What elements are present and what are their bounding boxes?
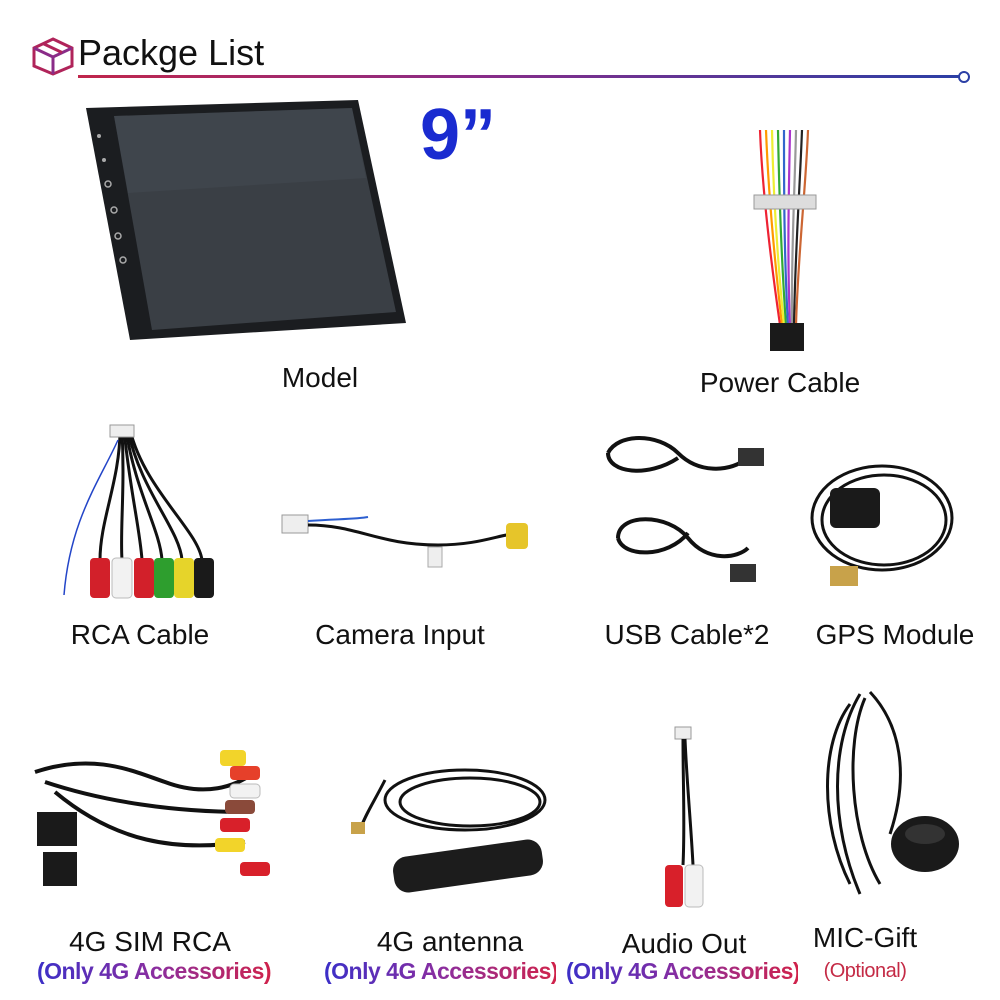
camera-input-image xyxy=(278,505,538,585)
gps-module-image xyxy=(802,458,960,598)
power-cable-image xyxy=(740,125,830,355)
package-icon xyxy=(30,36,76,76)
power-cable-label: Power Cable xyxy=(699,367,861,398)
header-divider xyxy=(78,75,962,78)
sim-rca-note: (Only 4G Accessories) xyxy=(36,958,272,984)
camera-input-label: Camera Input xyxy=(315,619,485,650)
sim-rca-image xyxy=(15,742,280,897)
mic-label: MIC-Gift xyxy=(812,922,918,953)
antenna-note: (Only 4G Accessories) xyxy=(324,958,559,984)
head-unit-image xyxy=(66,98,436,343)
gps-module-label: GPS Module xyxy=(815,619,975,650)
audio-out-label: Audio Out xyxy=(621,928,747,959)
usb-cable-image xyxy=(598,428,773,588)
page-title: Packge List xyxy=(78,32,265,73)
rca-cable-image xyxy=(60,420,220,610)
rca-cable-label: RCA Cable xyxy=(70,619,210,650)
antenna-image xyxy=(345,760,555,905)
mic-note: (Optional) xyxy=(823,960,907,982)
audio-out-note: (Only 4G Accessories) xyxy=(566,958,801,984)
header-divider-dot xyxy=(958,71,970,83)
model-label: Model xyxy=(281,362,359,393)
usb-cable-label: USB Cable*2 xyxy=(604,619,770,650)
audio-out-image xyxy=(655,725,725,920)
sim-rca-label: 4G SIM RCA xyxy=(69,926,231,957)
screen-size-label: 9” xyxy=(420,95,497,175)
antenna-label: 4G antenna xyxy=(376,926,524,957)
mic-image xyxy=(810,684,975,909)
